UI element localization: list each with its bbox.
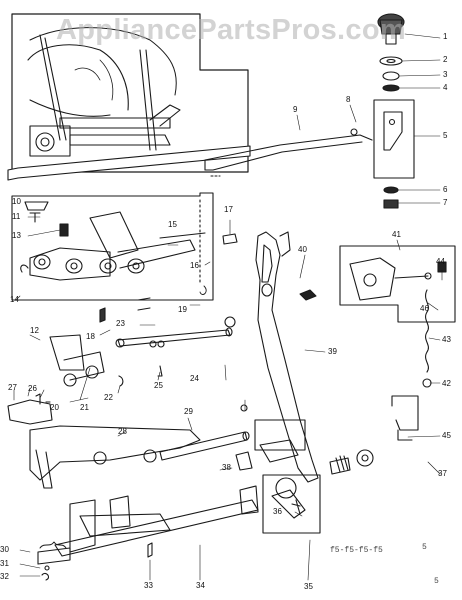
callout-8: 8 <box>346 95 351 104</box>
callout-14: 14 <box>10 295 19 304</box>
footer-center-code: f5-f5-f5-f5 <box>330 546 383 555</box>
callout-10: 10 <box>12 197 21 206</box>
callout-4: 4 <box>443 83 448 92</box>
callout-13: 13 <box>12 231 21 240</box>
callout-24: 24 <box>190 374 199 383</box>
callout-33: 33 <box>144 581 153 590</box>
callout-22: 22 <box>104 393 113 402</box>
callout-35: 35 <box>304 582 313 591</box>
bracket-frame <box>11 192 238 301</box>
callout-40: 40 <box>298 245 307 254</box>
knob-assembly <box>373 13 415 209</box>
long-lever <box>255 231 319 483</box>
machine-inset <box>7 13 251 181</box>
callout-31: 31 <box>0 559 9 568</box>
callout-2: 2 <box>443 55 448 64</box>
callout-11: 11 <box>12 212 21 221</box>
callout-38: 38 <box>222 463 231 472</box>
callout-21: 21 <box>80 403 89 412</box>
bottom-rod <box>37 485 259 581</box>
callout-34: 34 <box>196 581 205 590</box>
callout-43: 43 <box>442 335 451 344</box>
callout-44: 44 <box>436 257 445 266</box>
callout-20: 20 <box>50 403 59 412</box>
callout-42: 42 <box>442 379 451 388</box>
callout-17: 17 <box>224 205 233 214</box>
callout-45: 45 <box>442 431 451 440</box>
lever-frame <box>339 245 456 441</box>
callout-16: 16 <box>190 261 199 270</box>
callout-6: 6 <box>443 185 448 194</box>
callout-39: 39 <box>328 347 337 356</box>
callout-36: 36 <box>273 507 282 516</box>
callout-46: 46 <box>420 304 429 313</box>
callout-9: 9 <box>293 105 298 114</box>
callout-12: 12 <box>30 326 39 335</box>
callout-3: 3 <box>443 70 448 79</box>
callout-41: 41 <box>392 230 401 239</box>
callout-30: 30 <box>0 545 9 554</box>
callout-26: 26 <box>28 384 37 393</box>
callout-15: 15 <box>168 220 177 229</box>
link-rod <box>204 128 373 177</box>
footer-right-code: 5 <box>434 577 439 586</box>
callout-18: 18 <box>86 332 95 341</box>
callout-28: 28 <box>118 427 127 436</box>
callout-29: 29 <box>184 407 193 416</box>
callout-19: 19 <box>178 305 187 314</box>
callout-32: 32 <box>0 572 9 581</box>
footer-left-code: 5 <box>422 543 427 552</box>
callout-7: 7 <box>443 198 448 207</box>
callout-25: 25 <box>154 381 163 390</box>
callout-1: 1 <box>443 32 448 41</box>
upper-shaft <box>49 297 236 387</box>
callout-37: 37 <box>438 469 447 478</box>
callout-27: 27 <box>8 383 17 392</box>
callout-5: 5 <box>443 131 448 140</box>
lower-bracket <box>235 404 374 534</box>
feed-bar-assembly <box>7 393 250 489</box>
callout-23: 23 <box>116 319 125 328</box>
leader-lines <box>13 33 443 581</box>
